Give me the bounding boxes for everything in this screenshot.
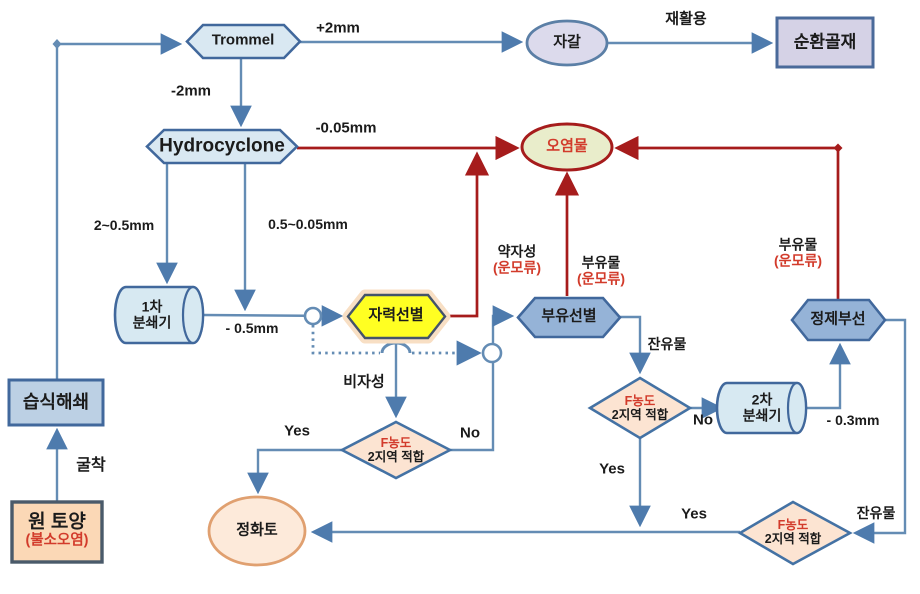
- float2-label: 부유물 (운모류): [774, 236, 822, 268]
- excavation-label: 굴착: [76, 457, 106, 475]
- plus-2mm-label: +2mm: [316, 19, 360, 37]
- node-trommel: [185, 23, 302, 60]
- yes2-label: Yes: [599, 460, 625, 478]
- node-refining-flotation: [790, 298, 887, 342]
- node-wet-crushing: [7, 378, 105, 427]
- weak-magnetic-label: 약자성 (운모류): [493, 243, 541, 275]
- trommel-label: Trommel: [211, 31, 275, 49]
- no2-label: No: [693, 411, 713, 429]
- refining-flotation-label: 정제부선: [810, 310, 866, 328]
- decision3-label: F농도 2지역 적합: [764, 518, 822, 546]
- node-decision2: [587, 376, 693, 440]
- no1-label: No: [460, 424, 480, 442]
- red-corner-node: [833, 143, 843, 153]
- float1-label: 부유물 (운모류): [577, 254, 625, 286]
- raw-soil-label: 원 토양 (불소오염): [25, 511, 89, 549]
- corner-node: [52, 39, 62, 49]
- junction-circle-1: [303, 306, 323, 326]
- blue-connectors: [46, 31, 907, 544]
- residue2-label: 잔유물: [856, 505, 896, 522]
- node-flotation: [516, 296, 622, 339]
- node-purified-soil: [207, 495, 307, 567]
- red-connectors: [297, 135, 840, 318]
- wet-crushing-label: 습식해쇄: [22, 391, 90, 412]
- contaminant-label: 오염물: [546, 137, 588, 155]
- minus-03mm-label: - 0.3mm: [826, 412, 880, 429]
- junction-circle-2: [481, 342, 503, 364]
- node-decision1: [339, 420, 453, 480]
- node-magnetic-separation: [346, 293, 447, 340]
- residue1-label: 잔유물: [647, 336, 687, 353]
- edge-crusher2-to-refining: [806, 342, 851, 410]
- edge-decision1-yes-to-purified: [247, 448, 342, 495]
- hydrocyclone-label: Hydrocyclone: [159, 135, 285, 157]
- node-hydrocyclone: [145, 128, 299, 165]
- minus-2mm-label: -2mm: [170, 82, 212, 100]
- edge-magnetic-to-contaminant: [445, 151, 490, 318]
- crusher2-label: 2차 분쇄기: [742, 391, 782, 423]
- recycled-aggregate-label: 순환골재: [793, 32, 857, 52]
- node-gravel: [525, 19, 609, 67]
- yes3-label: Yes: [681, 505, 707, 523]
- magnetic-separation-label: 자력선별: [368, 306, 424, 324]
- edge-refining-to-decision3: [852, 318, 907, 544]
- nonmagnetic-label: 비자성: [343, 373, 385, 391]
- edge-refining-to-contaminant: [614, 135, 840, 300]
- purified-soil-label: 정화토: [236, 521, 278, 539]
- node-crusher2-cap: [786, 381, 808, 435]
- decision2-label: F농도 2지역 적합: [611, 394, 669, 422]
- edge-decision1-no-to-flotation: [450, 305, 515, 452]
- minus-005mm-label: -0.05mm: [315, 119, 377, 137]
- node-raw-soil: [10, 500, 104, 564]
- node-decision3: [737, 500, 853, 566]
- edge-flotation-to-decision2: [620, 315, 651, 375]
- flotation-label: 부유선별: [541, 307, 597, 325]
- size-2-05-label: 2~0.5mm: [93, 217, 155, 234]
- node-contaminant: [520, 122, 614, 172]
- size-05-005-label: 0.5~0.05mm: [268, 216, 348, 233]
- node-recycled-aggregate: [775, 16, 875, 69]
- crusher1-label: 1차 분쇄기: [132, 298, 172, 330]
- gravel-label: 자갈: [553, 33, 581, 51]
- minus-05mm-label: - 0.5mm: [225, 320, 279, 337]
- recycle-label: 재활용: [665, 10, 707, 28]
- decision1-label: F농도 2지역 적합: [367, 436, 425, 464]
- yes1-label: Yes: [284, 422, 310, 440]
- node-crusher1-cap: [181, 285, 205, 345]
